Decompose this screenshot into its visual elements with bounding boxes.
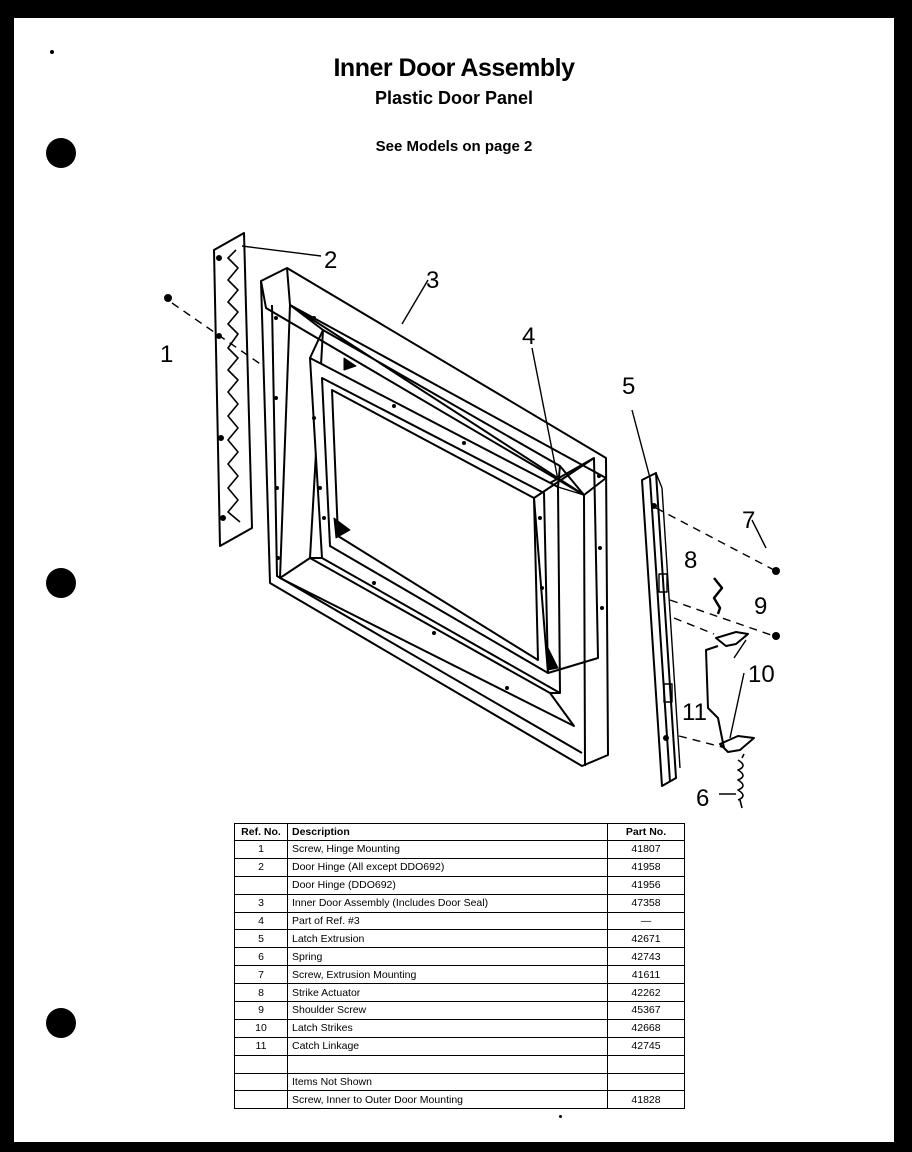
callout-8: 8 <box>684 547 697 574</box>
inner-door-frame-part <box>260 267 609 767</box>
description-cell: Catch Linkage <box>287 1037 608 1056</box>
callout-4: 4 <box>522 323 535 350</box>
ref-cell: 5 <box>234 929 288 949</box>
speck <box>50 50 54 54</box>
part-cell: 41807 <box>607 840 685 859</box>
part-cell: — <box>607 912 685 931</box>
callout-5: 5 <box>622 373 635 400</box>
column-header-description: Description <box>287 823 608 841</box>
ref-cell: 1 <box>234 840 288 859</box>
description-cell: Latch Extrusion <box>287 929 608 949</box>
callout-6: 6 <box>696 785 709 812</box>
part-cell: 41828 <box>607 1090 685 1110</box>
callout-1: 1 <box>160 341 173 368</box>
ref-cell: 10 <box>234 1019 288 1038</box>
ref-cell: 8 <box>234 983 288 1003</box>
hinge-screw-part <box>164 294 270 371</box>
ref-cell <box>234 876 288 895</box>
ref-cell: 11 <box>234 1037 288 1056</box>
ref-cell: 9 <box>234 1001 288 1020</box>
ref-cell: 2 <box>234 858 288 877</box>
description-cell: Part of Ref. #3 <box>287 912 608 931</box>
callout-10: 10 <box>748 661 775 688</box>
part-cell: 47358 <box>607 894 685 913</box>
table-header-row: Ref. No. Description Part No. <box>234 823 685 841</box>
page-subtitle: Plastic Door Panel <box>374 88 534 108</box>
description-cell: Screw, Extrusion Mounting <box>287 965 608 985</box>
binder-hole-bottom <box>46 1008 76 1038</box>
callout-2: 2 <box>324 247 337 274</box>
callout-9: 9 <box>754 593 767 620</box>
part-cell: 42671 <box>607 929 685 949</box>
exploded-diagram: 1 2 3 4 5 6 7 8 9 10 11 <box>160 232 780 812</box>
description-cell: Latch Strikes <box>287 1019 608 1038</box>
part-cell <box>607 1055 685 1074</box>
ref-cell <box>234 1073 288 1092</box>
ref-cell <box>234 1090 288 1110</box>
description-cell: Door Hinge (DDO692) <box>287 876 608 895</box>
part-cell: 41958 <box>607 858 685 877</box>
part-cell: 42743 <box>607 947 685 967</box>
callout-labels: 1 2 3 4 5 6 7 8 9 10 11 <box>160 247 775 812</box>
part-cell: 42668 <box>607 1019 685 1038</box>
table-row: Items Not Shown <box>234 1073 685 1092</box>
description-cell: Shoulder Screw <box>287 1001 608 1020</box>
table-row: Door Hinge (DDO692)41956 <box>234 876 685 895</box>
part-cell: 45367 <box>607 1001 685 1020</box>
models-note: See Models on page 2 <box>375 138 533 155</box>
part-cell: 42262 <box>607 983 685 1003</box>
callout-7: 7 <box>742 507 755 534</box>
ref-cell: 4 <box>234 912 288 931</box>
ref-cell: 3 <box>234 894 288 913</box>
ref-cell: 7 <box>234 965 288 985</box>
description-cell: Screw, Inner to Outer Door Mounting <box>287 1090 608 1110</box>
description-cell: Strike Actuator <box>287 983 608 1003</box>
part-cell: 41611 <box>607 965 685 985</box>
binder-hole-top <box>46 138 76 168</box>
small-hardware-parts <box>705 567 780 809</box>
part-cell: 42745 <box>607 1037 685 1056</box>
table-row <box>234 1055 685 1074</box>
part-cell <box>607 1073 685 1092</box>
page-title: Inner Door Assembly <box>333 54 575 82</box>
column-header-part: Part No. <box>607 823 685 841</box>
parts-page: Inner Door Assembly Plastic Door Panel S… <box>14 18 894 1142</box>
column-header-ref: Ref. No. <box>234 823 288 841</box>
part-cell: 41956 <box>607 876 685 895</box>
ref-cell: 6 <box>234 947 288 967</box>
description-cell: Inner Door Assembly (Includes Door Seal) <box>287 894 608 913</box>
door-hinge-part <box>213 232 253 547</box>
speck <box>559 1115 562 1118</box>
binder-hole-middle <box>46 568 76 598</box>
description-cell: Screw, Hinge Mounting <box>287 840 608 859</box>
callout-11: 11 <box>682 699 707 726</box>
description-cell: Spring <box>287 947 608 967</box>
leader-lines <box>241 245 767 795</box>
description-cell <box>287 1055 608 1074</box>
ref-cell <box>234 1055 288 1074</box>
latch-extrusion-part <box>641 472 775 787</box>
description-cell: Door Hinge (All except DDO692) <box>287 858 608 877</box>
callout-3: 3 <box>426 267 439 294</box>
description-cell: Items Not Shown <box>287 1073 608 1092</box>
